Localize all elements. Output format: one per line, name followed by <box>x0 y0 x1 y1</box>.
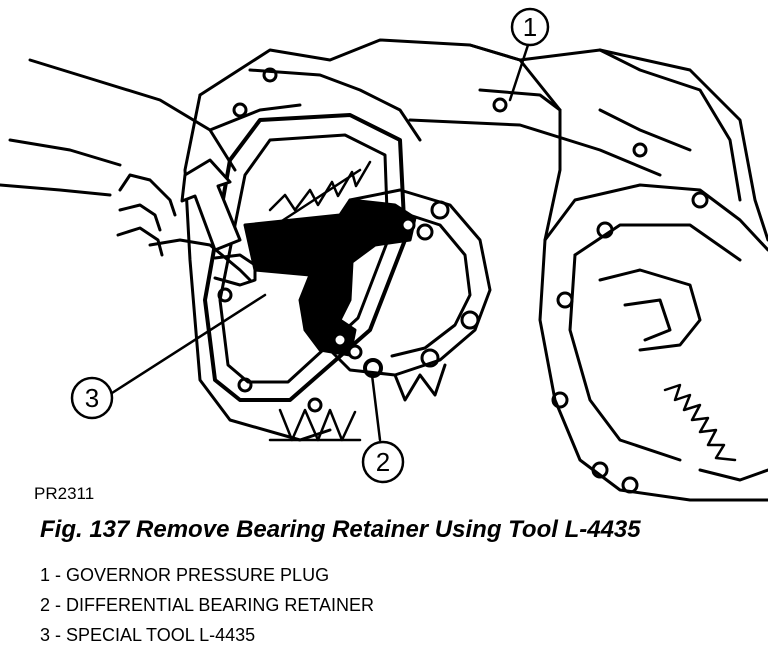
legend-list: 1 - GOVERNOR PRESSURE PLUG 2 - DIFFERENT… <box>40 560 374 650</box>
callout-number: 1 <box>523 12 537 42</box>
transmission-illustration: 1 3 2 <box>0 7 768 502</box>
callout-1: 1 <box>510 7 550 47</box>
legend-item: 2 - DIFFERENTIAL BEARING RETAINER <box>40 595 375 615</box>
legend-item: 1 - GOVERNOR PRESSURE PLUG <box>40 565 330 585</box>
callout-number: 2 <box>376 447 390 477</box>
figure-caption: Fig. 137 Remove Bearing Retainer Using T… <box>40 516 641 543</box>
leader-lines <box>110 43 530 442</box>
lift-direction-arrow-icon <box>180 158 242 252</box>
figure-code: PR2311 <box>34 484 95 503</box>
output-housing <box>538 183 768 502</box>
legend-item: 3 - SPECIAL TOOL L-4435 <box>40 625 256 645</box>
special-tool <box>243 198 434 360</box>
transmission-case <box>183 38 768 442</box>
callout-number: 3 <box>85 383 99 413</box>
callout-3: 3 <box>70 376 114 420</box>
callout-2: 2 <box>361 440 405 484</box>
hand <box>0 58 257 287</box>
